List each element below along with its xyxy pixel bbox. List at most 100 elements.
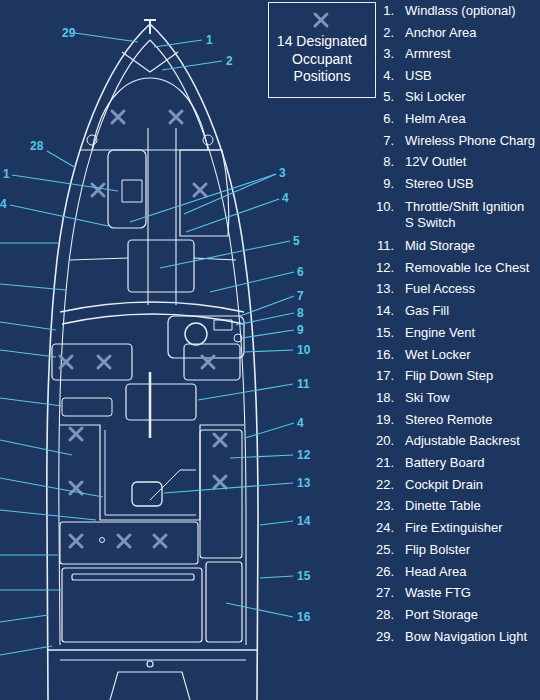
seat-back [70, 258, 236, 260]
cockpit-floor [150, 470, 196, 500]
legend-number: 28. [376, 607, 394, 623]
legend-item: Helm Area [405, 111, 466, 127]
starboard-console [180, 150, 229, 236]
callout-number: 15 [297, 569, 310, 583]
legend-number: 10. [376, 199, 394, 215]
callout-number: 4 [297, 416, 304, 430]
legend-item: Battery Board [405, 455, 485, 471]
callout-number: 8 [297, 306, 304, 320]
legend-number: 21. [376, 455, 394, 471]
legend-item: USB [405, 68, 432, 84]
legend-number: 11. [377, 238, 394, 254]
legend-item: Head Area [405, 564, 466, 580]
occupant-mark [118, 535, 130, 547]
legend-item: Windlass (optional) [405, 3, 516, 19]
windlass [144, 20, 156, 34]
legend-number: 25. [376, 542, 394, 558]
legend-number: 18. [376, 390, 394, 406]
occupant-mark [60, 356, 72, 368]
legend-number: 29. [376, 629, 394, 645]
occupant-mark [70, 535, 82, 547]
legend-item: Mid Storage [405, 238, 475, 254]
transom [48, 649, 258, 650]
legend-number: 19. [376, 412, 394, 428]
callout-number: 4 [282, 191, 289, 205]
ski-locker [128, 240, 194, 292]
engine-hatch [62, 568, 202, 642]
legend-item: Ski Tow [405, 390, 450, 406]
legend-item: Port Storage [405, 607, 478, 623]
legend-number: 17. [376, 368, 394, 384]
steering-wheel [185, 323, 207, 345]
legend-item: Armrest [405, 46, 451, 62]
dinette-table-post [149, 372, 152, 438]
occupant-mark [214, 434, 226, 446]
occupant-mark [112, 111, 124, 123]
mid-storage [126, 384, 196, 420]
legend-number: 14. [376, 303, 394, 319]
legend-number: 13. [376, 281, 394, 297]
cup-holder [203, 135, 213, 145]
legend-item: Wet Locker [405, 347, 471, 363]
ice-chest [200, 430, 242, 558]
ski-tow [147, 661, 153, 667]
callout-number: 5 [293, 234, 300, 248]
legend-box: 14 Designated Occupant Positions [268, 2, 376, 98]
legend-item: Fire Extinguisher [405, 520, 503, 536]
cockpit-floor [105, 430, 196, 515]
callout-number: 14 [297, 514, 310, 528]
legend-item: Adjustable Backrest [405, 433, 520, 449]
legend-number: 3. [383, 46, 394, 62]
engine-vent [72, 574, 194, 580]
legend-number: 24. [376, 520, 394, 536]
callout-number: 2 [226, 54, 233, 68]
legend-item: Removable Ice Chest [405, 260, 529, 276]
companion-seat [52, 344, 132, 380]
port-console [108, 150, 146, 228]
throttle [234, 334, 242, 342]
legend-item: Anchor Area [405, 25, 477, 41]
occupant-mark [315, 14, 327, 26]
callout-number: 9 [297, 323, 304, 337]
callout-number: 7 [297, 289, 304, 303]
helm-seat [184, 344, 240, 380]
occupant-mark [92, 184, 104, 196]
swim-platform [60, 660, 246, 661]
helm-area [168, 316, 244, 358]
fuel-access [132, 482, 162, 506]
occupant-mark [202, 356, 214, 368]
legend-item: Dinette Table [405, 498, 481, 514]
windshield [60, 302, 244, 312]
callout-number: 11 [297, 377, 310, 391]
legend-number: 6. [383, 111, 394, 127]
callout-number: 12 [297, 448, 310, 462]
legend-item: Engine Vent [405, 325, 475, 341]
legend-item: Bow Navigation Light [405, 629, 527, 645]
cockpit-seating [60, 425, 244, 520]
legend-item: Cockpit Drain [405, 477, 483, 493]
legend-item: Throttle/Shift Ignition S Switch [405, 199, 536, 230]
leader-lines [0, 33, 294, 655]
legend-number: 2. [383, 25, 394, 41]
callout-number: 29 [62, 26, 75, 40]
console-storage [122, 180, 142, 202]
cockpit-drain [100, 538, 105, 543]
legend-number: 15. [376, 325, 394, 341]
legend-number: 8. [383, 154, 394, 170]
legend-item: Wireless Phone Charg [405, 133, 535, 149]
legend-number: 9. [383, 176, 394, 192]
legend-item: Stereo USB [405, 176, 474, 192]
occupant-mark [154, 535, 166, 547]
callout-number: 4 [0, 197, 7, 211]
legend-number: 26. [376, 564, 394, 580]
bow-seat [92, 78, 208, 150]
legend-item: Gas Fill [405, 303, 449, 319]
occupant-mark [214, 476, 226, 488]
rear-bench [60, 522, 198, 564]
gunwale [59, 40, 150, 645]
callout-number: 3 [279, 166, 286, 180]
legend-number: 7. [383, 133, 394, 149]
legend-item: Flip Bolster [405, 542, 470, 558]
legend-number: 16. [376, 347, 394, 363]
legend-number: 22. [376, 477, 394, 493]
